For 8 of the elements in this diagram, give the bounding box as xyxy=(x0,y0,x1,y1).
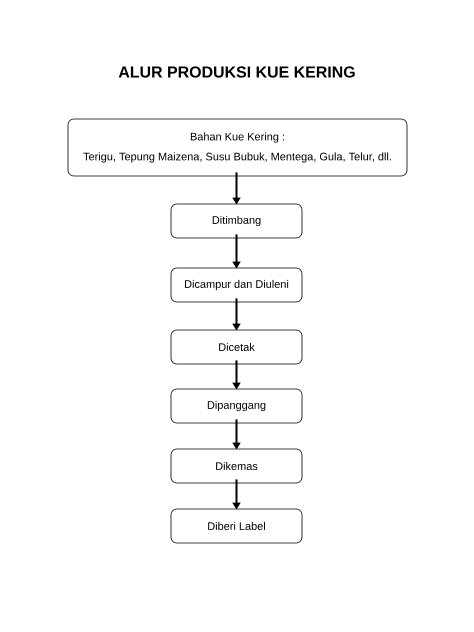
process-box: Bahan Kue Kering : Terigu, Tepung Maizena, Susu Bubuk, Mentega, Gula, Telur, dll. xyxy=(68,118,408,176)
process-box: Diberi Label xyxy=(170,508,302,544)
title: ALUR PRODUKSI KUE KERING xyxy=(118,66,355,78)
process-box: Ditimbang xyxy=(170,204,302,238)
process-box: Dicetak xyxy=(170,330,302,364)
process-box: Dikemas xyxy=(170,448,302,484)
process-box: Dipanggang xyxy=(170,388,302,424)
process-box: Dicampur dan Diuleni xyxy=(170,268,302,302)
